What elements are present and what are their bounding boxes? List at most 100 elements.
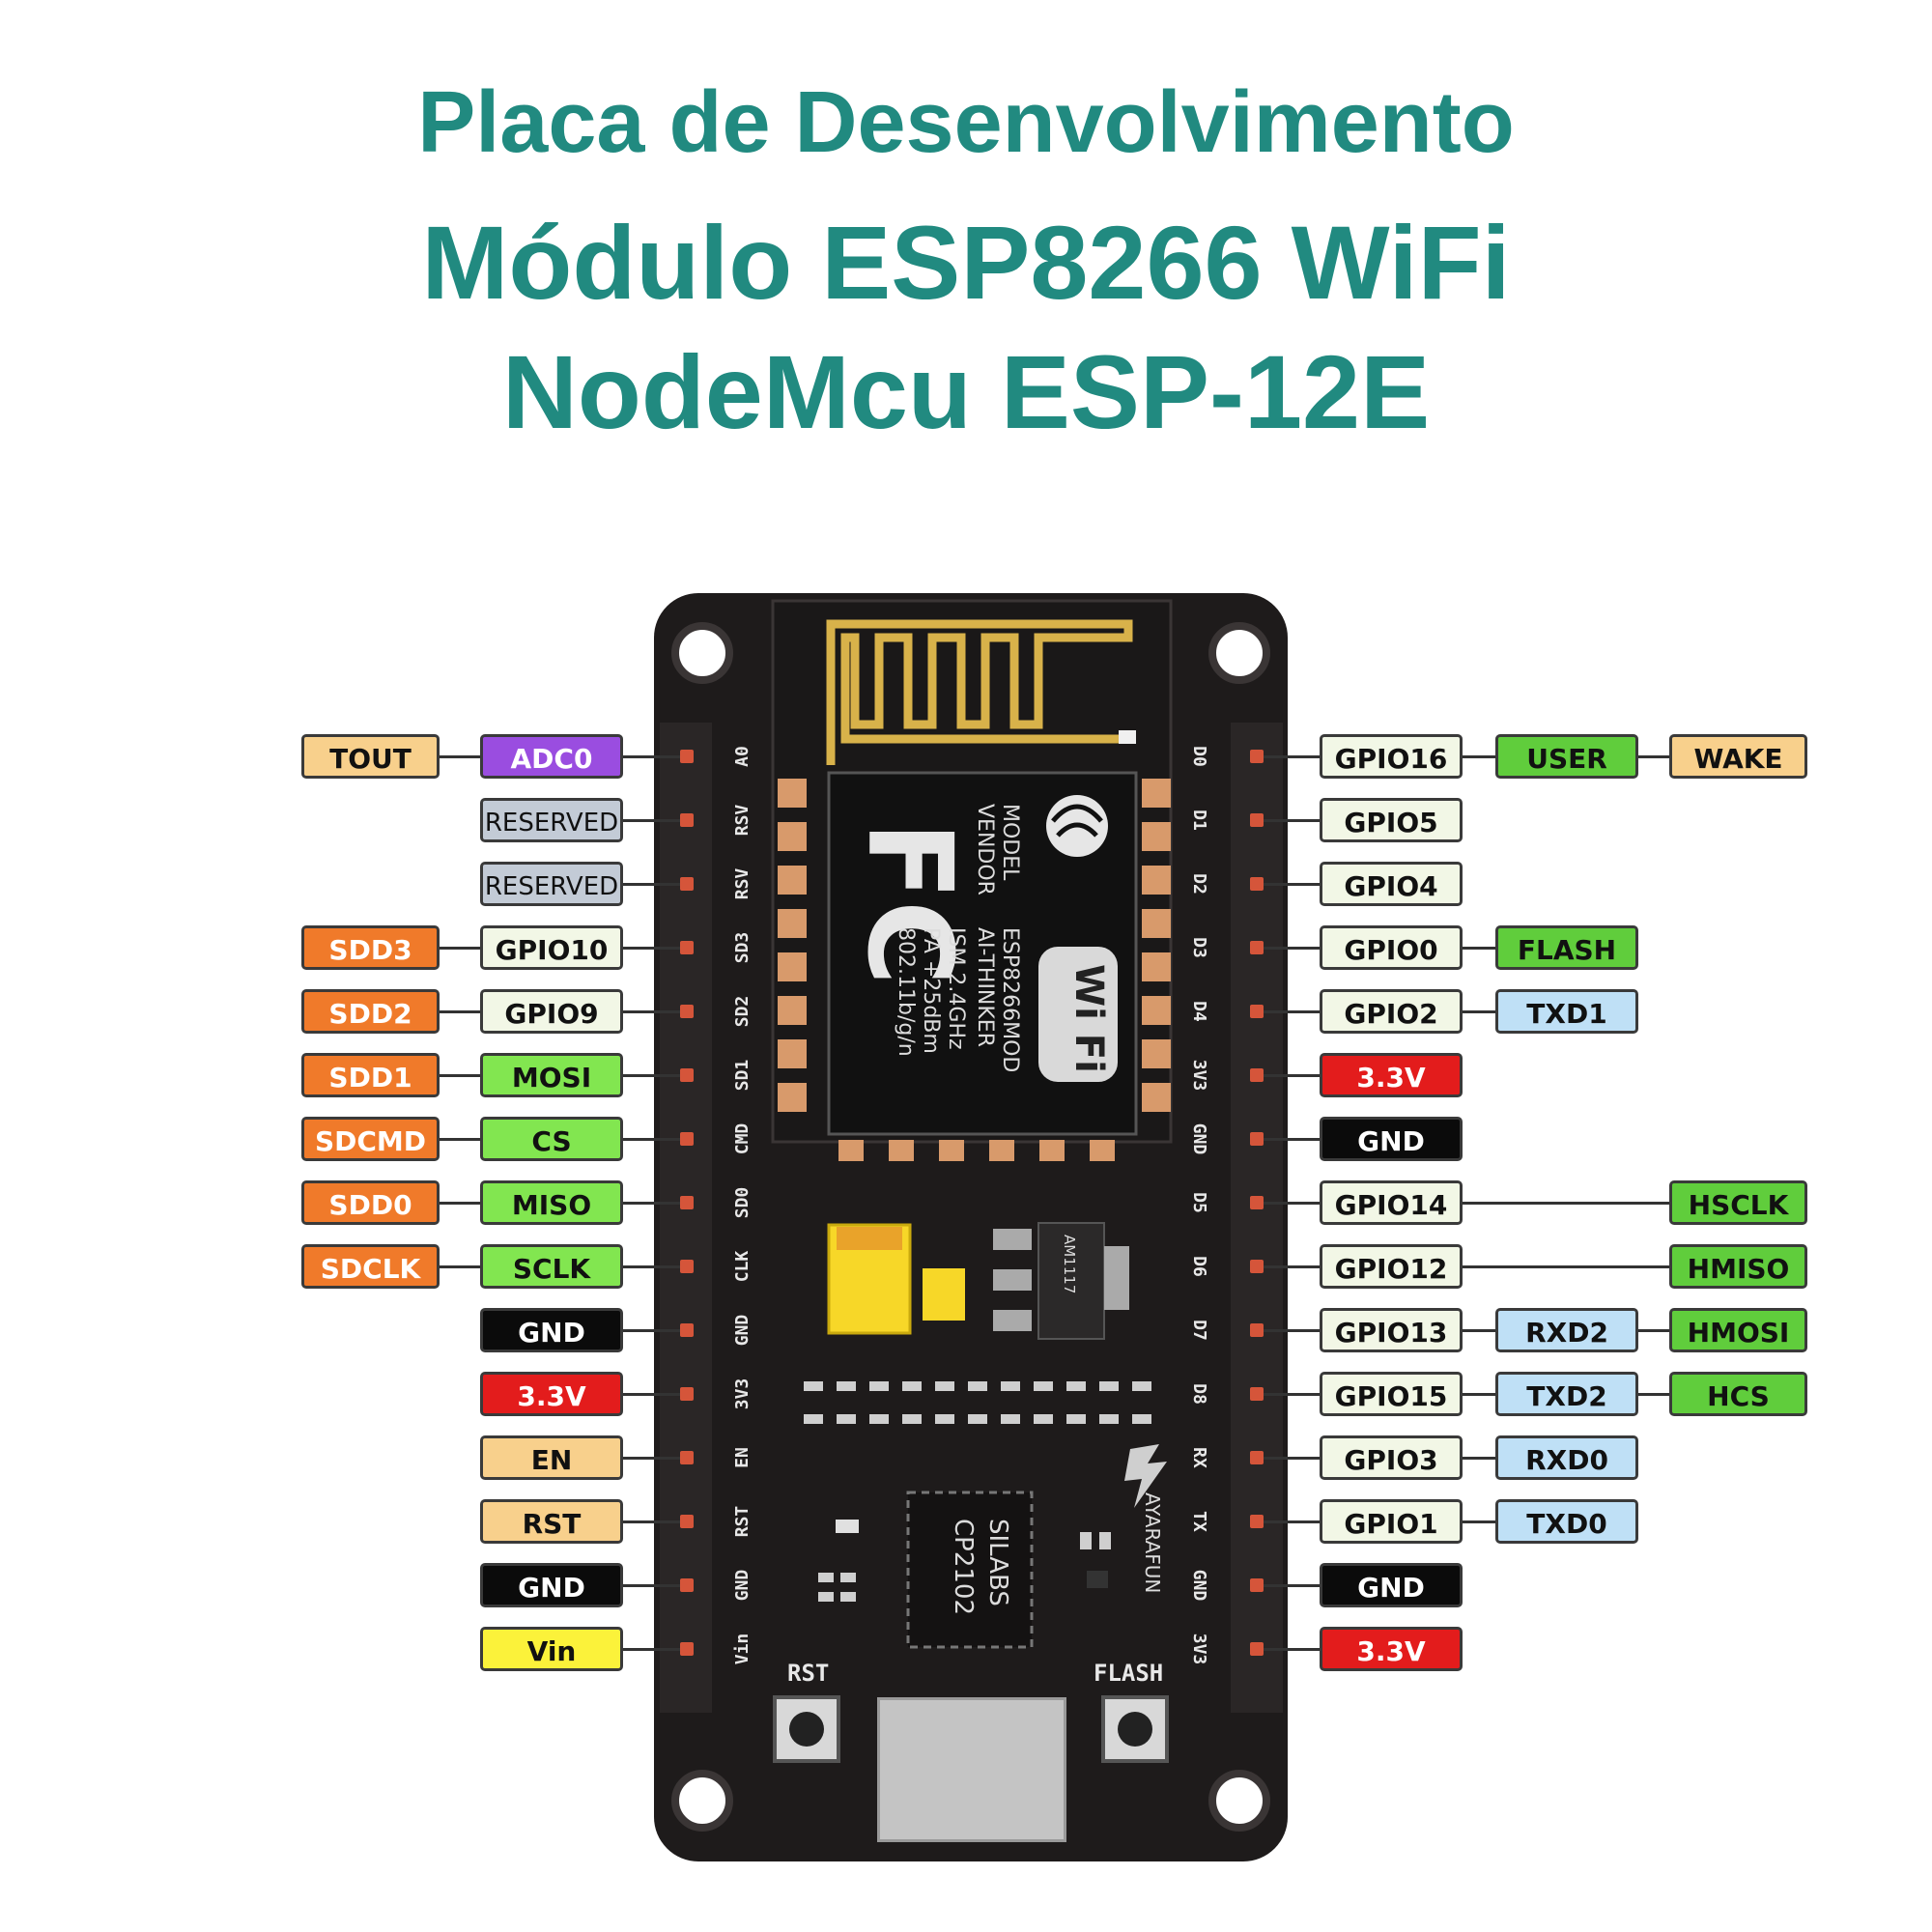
pin-label-right-hsclk: HSCLK: [1669, 1180, 1807, 1225]
module-pad: [778, 779, 807, 808]
right-header-pin[interactable]: [1250, 941, 1264, 954]
silk-label-left: A0: [732, 746, 753, 767]
pin-label-right-gpio1: GPIO1: [1320, 1499, 1463, 1544]
mounting-hole-top-right: [1208, 622, 1270, 684]
right-header-pin[interactable]: [1250, 1323, 1264, 1337]
pin-connector-line: [440, 1265, 480, 1268]
pin-label-left-sdd1: SDD1: [301, 1053, 440, 1097]
right-header-pin[interactable]: [1250, 750, 1264, 763]
pin-label-left-tout: TOUT: [301, 734, 440, 779]
right-header-pin[interactable]: [1250, 1578, 1264, 1592]
left-header-pin[interactable]: [680, 1578, 694, 1592]
silk-label-right: D8: [1189, 1383, 1209, 1405]
pin-connector-line: [1463, 1520, 1495, 1523]
pin-connector-line: [1264, 1329, 1320, 1332]
smd-part: [869, 1414, 889, 1424]
silk-label-right: D2: [1189, 873, 1209, 895]
smd-part: [1001, 1414, 1020, 1424]
pin-connector-line: [623, 883, 680, 886]
right-header-pin[interactable]: [1250, 877, 1264, 891]
smd-part: [902, 1414, 922, 1424]
left-header-pin[interactable]: [680, 1132, 694, 1146]
smd-part: [1034, 1414, 1053, 1424]
right-header-pin[interactable]: [1250, 1515, 1264, 1528]
right-header-pin[interactable]: [1250, 1005, 1264, 1018]
pin-connector-line: [1264, 1584, 1320, 1587]
smd-part: [804, 1414, 823, 1424]
pin-connector-line: [440, 1138, 480, 1141]
rst-button[interactable]: [773, 1695, 840, 1763]
pin-label-left-sdd0: SDD0: [301, 1180, 440, 1225]
right-header-pin[interactable]: [1250, 1451, 1264, 1464]
left-header-pin[interactable]: [680, 941, 694, 954]
pin-connector-line: [623, 755, 680, 758]
right-header-pin[interactable]: [1250, 813, 1264, 827]
pin-connector-line: [623, 1457, 680, 1460]
wifi-badge-icon: [1038, 947, 1118, 1082]
module-ism-text: ISM 2.4GHz: [944, 927, 968, 1050]
left-header-pin[interactable]: [680, 1642, 694, 1656]
smd-part: [1066, 1381, 1086, 1391]
right-header-pin[interactable]: [1250, 1068, 1264, 1082]
pin-connector-line: [440, 1074, 480, 1077]
left-header-pin[interactable]: [680, 1005, 694, 1018]
left-header-pin[interactable]: [680, 877, 694, 891]
left-header: [660, 723, 712, 1713]
module-vendor-label: VENDOR: [973, 804, 997, 895]
left-header-pin[interactable]: [680, 1196, 694, 1209]
right-header: [1231, 723, 1283, 1713]
left-header-pin[interactable]: [680, 1451, 694, 1464]
left-header-pin[interactable]: [680, 1515, 694, 1528]
silk-label-right: D3: [1189, 937, 1209, 958]
pin-label-left-sdd3: SDD3: [301, 925, 440, 970]
smd-part: [837, 1381, 856, 1391]
right-header-pin[interactable]: [1250, 1260, 1264, 1273]
pin-label-left-en: EN: [480, 1435, 623, 1480]
silk-label-left: EN: [732, 1447, 753, 1468]
pin-connector-line: [1264, 1010, 1320, 1013]
pin-connector-line: [623, 1584, 680, 1587]
silk-label-right: RX: [1189, 1447, 1209, 1468]
flash-button[interactable]: [1101, 1695, 1169, 1763]
pin-label-right-gpio14: GPIO14: [1320, 1180, 1463, 1225]
micro-usb-connector[interactable]: [877, 1697, 1066, 1842]
pin-label-left-reserved: RESERVED: [480, 862, 623, 906]
pin-label-left-adc0: ADC0: [480, 734, 623, 779]
pin-connector-line: [1638, 755, 1669, 758]
smd-part: [804, 1381, 823, 1391]
module-pad: [778, 1083, 807, 1112]
module-vendor-value: AI-THINKER: [973, 927, 997, 1047]
wifi-badge-text: Wi Fi: [1066, 964, 1111, 1073]
pin-label-right-3-3v: 3.3V: [1320, 1627, 1463, 1671]
module-pad: [778, 909, 807, 938]
module-pa-text: PA +25dBm: [919, 927, 943, 1054]
right-header-pin[interactable]: [1250, 1642, 1264, 1656]
pin-connector-line: [623, 1010, 680, 1013]
smd-part: [869, 1381, 889, 1391]
right-header-pin[interactable]: [1250, 1196, 1264, 1209]
pin-connector-line: [1264, 1074, 1320, 1077]
module-pad: [778, 996, 807, 1025]
silk-label-right: TX: [1189, 1511, 1209, 1532]
pin-connector-line: [1264, 1457, 1320, 1460]
left-header-pin[interactable]: [680, 750, 694, 763]
pin-connector-line: [623, 1329, 680, 1332]
left-header-pin[interactable]: [680, 813, 694, 827]
pin-connector-line: [1463, 1329, 1495, 1332]
left-header-pin[interactable]: [680, 1068, 694, 1082]
module-pad: [1142, 996, 1171, 1025]
left-header-pin[interactable]: [680, 1387, 694, 1401]
module-bottom-pad: [939, 1140, 964, 1161]
silk-label-right: D7: [1189, 1320, 1209, 1341]
pin-label-right-txd1: TXD1: [1495, 989, 1638, 1034]
right-header-pin[interactable]: [1250, 1387, 1264, 1401]
right-header-pin[interactable]: [1250, 1132, 1264, 1146]
left-header-pin[interactable]: [680, 1260, 694, 1273]
pin-connector-line: [1463, 1202, 1669, 1205]
pin-connector-line: [1264, 1393, 1320, 1396]
pin-label-left-gnd: GND: [480, 1308, 623, 1352]
module-bottom-pad: [989, 1140, 1014, 1161]
smd-part: [837, 1414, 856, 1424]
left-header-pin[interactable]: [680, 1323, 694, 1337]
silk-label-left: Vin: [732, 1633, 753, 1665]
